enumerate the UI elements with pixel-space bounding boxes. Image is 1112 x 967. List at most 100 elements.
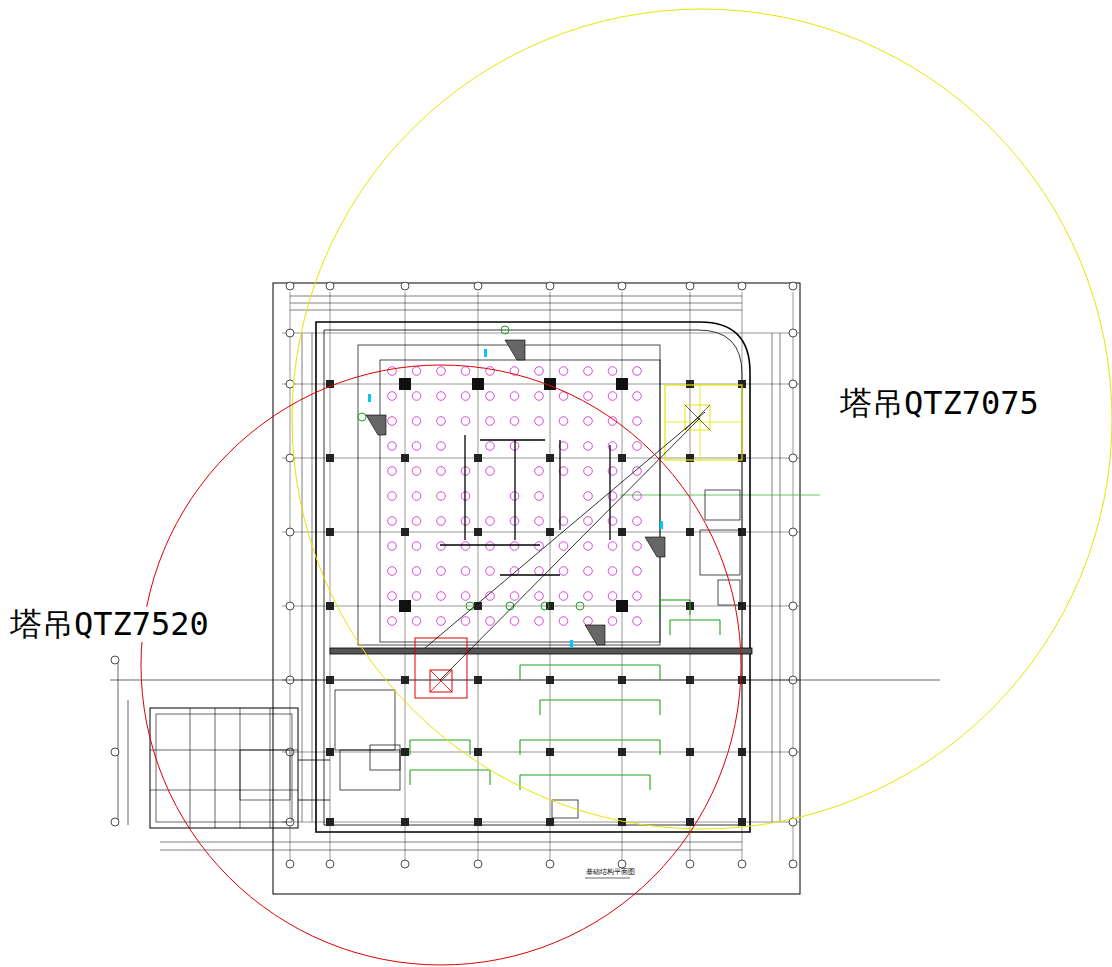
ramp-symbol <box>585 625 605 645</box>
pile-circle <box>461 567 470 576</box>
pile-circle <box>388 567 397 576</box>
pile-circle <box>535 417 544 426</box>
pile-circle <box>559 542 568 551</box>
pile-circle <box>412 442 421 451</box>
axis-bubble <box>789 454 797 462</box>
pile-circle <box>486 467 495 476</box>
annex-wall <box>270 708 271 828</box>
pile-circle <box>388 592 397 601</box>
grid-axis <box>282 333 800 334</box>
foundation-beam <box>410 769 490 770</box>
pile-circle <box>510 417 519 426</box>
pile-circle <box>437 567 446 576</box>
pile-circle <box>584 417 593 426</box>
crane-axis <box>665 422 742 423</box>
column <box>546 454 554 462</box>
foundation-beam <box>519 740 520 755</box>
core-wall <box>500 574 560 575</box>
pile-circle <box>584 467 593 476</box>
ramp-symbol <box>645 537 665 557</box>
drawing-title: 基础结构平面图 <box>586 869 635 877</box>
pile-circle <box>486 567 495 576</box>
crane-mast <box>685 405 710 430</box>
pile-circle <box>388 467 397 476</box>
marker <box>501 326 509 334</box>
column <box>401 748 409 756</box>
annex-wall <box>215 708 216 828</box>
pile-circle <box>584 517 593 526</box>
column <box>546 676 554 684</box>
column <box>472 378 484 390</box>
foundation-beam <box>539 700 540 715</box>
column <box>326 818 334 826</box>
annex-wall <box>190 708 191 828</box>
pile-circle <box>412 492 421 501</box>
pile-circle <box>388 392 397 401</box>
pile-circle <box>412 542 421 551</box>
pile-circle <box>437 392 446 401</box>
corridor-wall <box>298 800 330 801</box>
dimension-line <box>290 296 742 297</box>
grid-axis <box>282 822 800 823</box>
crane-cross <box>685 405 710 430</box>
pile-circle <box>608 392 617 401</box>
pile-circle <box>535 392 544 401</box>
annex-room <box>240 750 290 800</box>
pile-circle <box>608 542 617 551</box>
axis-bubble <box>286 860 294 868</box>
pile-circle <box>461 592 470 601</box>
stair-room <box>718 580 740 605</box>
annex-wall <box>150 790 298 791</box>
pile-circle <box>559 617 568 626</box>
axis-bubble <box>789 329 797 337</box>
column <box>686 748 694 756</box>
grid-axis <box>330 292 331 860</box>
marker <box>368 394 371 402</box>
drawing-frame <box>273 283 800 894</box>
grid-axis <box>690 292 691 860</box>
title-underline <box>585 878 630 879</box>
grid-axis <box>793 292 794 860</box>
pile-circle <box>584 492 593 501</box>
dimension-line <box>302 333 303 822</box>
dimension-line <box>780 333 781 822</box>
foundation-beam <box>659 740 660 755</box>
axis-bubble <box>286 454 294 462</box>
foundation-beam <box>670 619 720 620</box>
pile-circle <box>584 392 593 401</box>
axis-bubble <box>546 282 554 290</box>
pile-circle <box>486 392 495 401</box>
annex-outline <box>150 708 298 828</box>
pile-circle <box>608 617 617 626</box>
pile-circle <box>437 517 446 526</box>
pile-circle <box>584 567 593 576</box>
pile-circle <box>633 517 642 526</box>
core-wall <box>559 440 560 530</box>
pile-circle <box>510 592 519 601</box>
stair-room <box>700 530 740 575</box>
pile-circle <box>584 542 593 551</box>
foundation-beam <box>520 664 660 665</box>
foundation-beam <box>469 740 470 755</box>
pile-circle <box>412 467 421 476</box>
pile-circle <box>461 617 470 626</box>
leader-line <box>620 495 820 496</box>
pile-circle <box>437 417 446 426</box>
pile-circle <box>412 417 421 426</box>
column <box>546 818 554 826</box>
crane-foundation <box>665 385 742 460</box>
crane-mast <box>430 670 452 692</box>
pile-circle <box>633 542 642 551</box>
pile-circle <box>535 367 544 376</box>
axis-bubble <box>618 282 626 290</box>
pit-outline <box>358 345 660 645</box>
column <box>618 454 626 462</box>
crane-cross <box>430 670 452 692</box>
axis-bubble <box>286 329 294 337</box>
foundation-beam <box>649 775 650 790</box>
grid-axis <box>405 292 406 860</box>
pile-circle <box>633 367 642 376</box>
crane-base-7520 <box>415 638 467 698</box>
axis-bubble <box>686 860 694 868</box>
